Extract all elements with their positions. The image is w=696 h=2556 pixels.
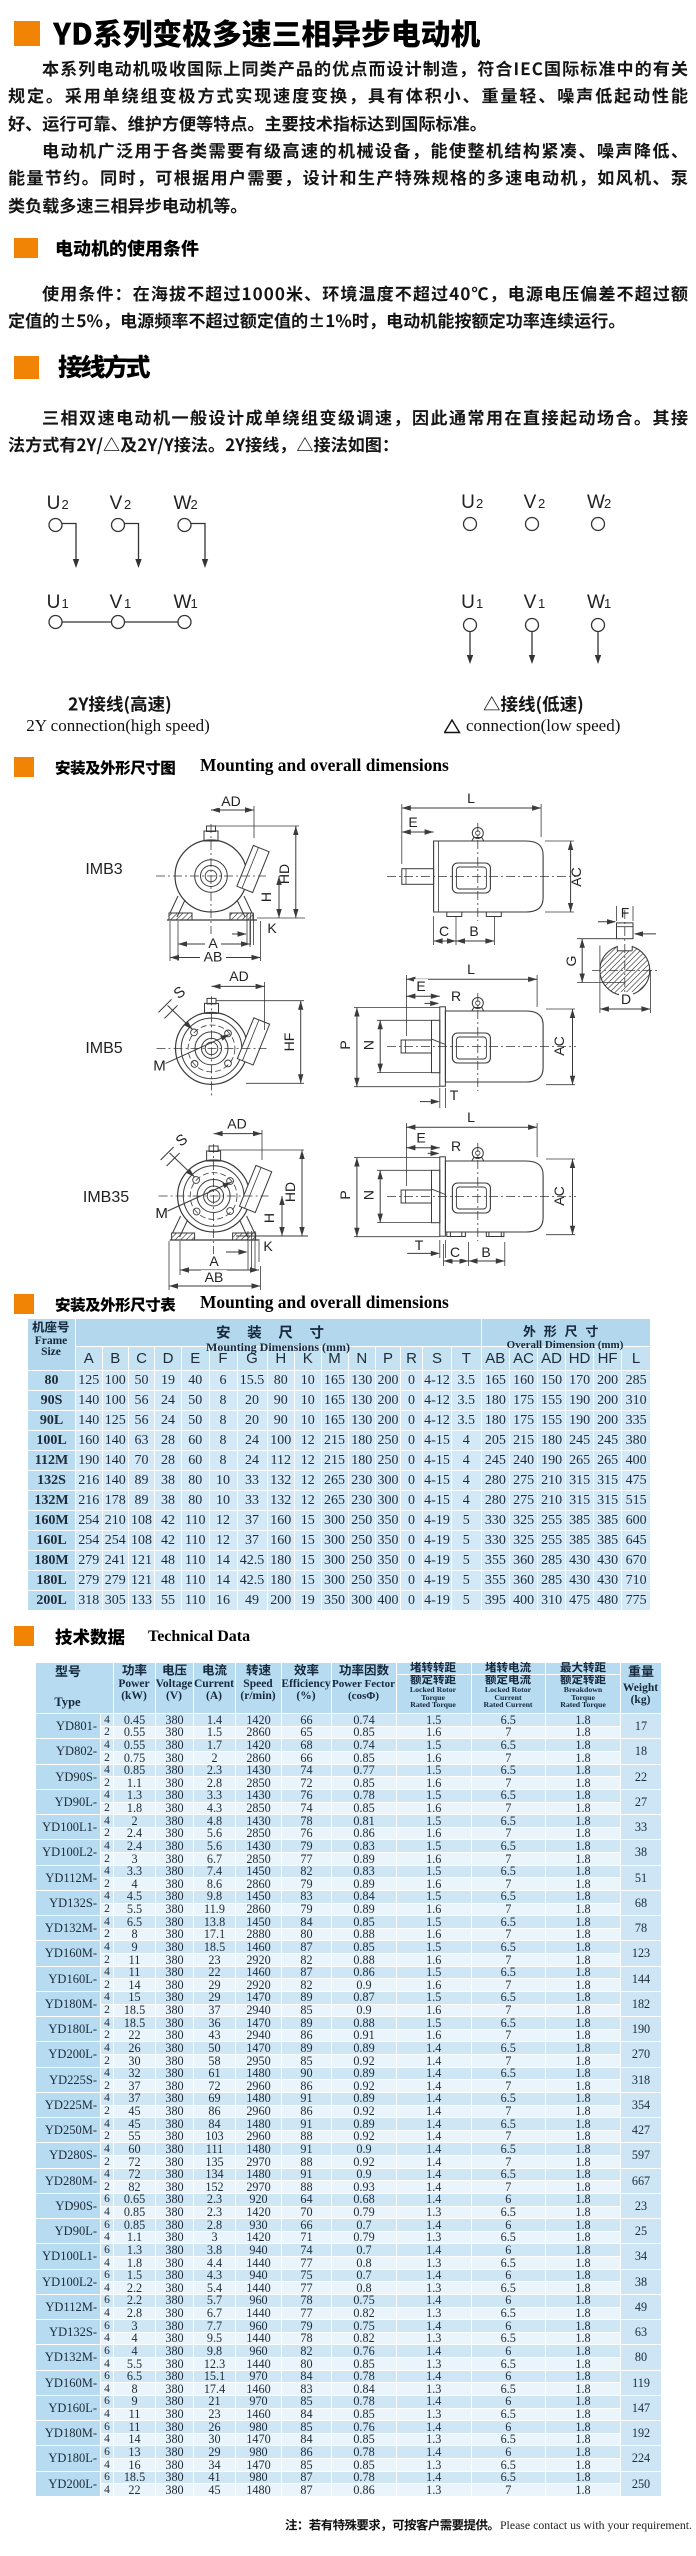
svg-text:IMB35: IMB35	[83, 1189, 129, 1206]
svg-text:H: H	[261, 1213, 277, 1223]
svg-text:2: 2	[538, 496, 545, 511]
svg-text:W: W	[174, 592, 192, 613]
svg-text:2: 2	[191, 497, 198, 512]
svg-text:V: V	[524, 592, 537, 613]
svg-text:F: F	[621, 905, 630, 921]
svg-text:R: R	[451, 1138, 461, 1154]
svg-text:1: 1	[124, 596, 131, 611]
svg-text:M: M	[155, 1205, 168, 1222]
svg-text:2: 2	[604, 496, 611, 511]
svg-text:AD: AD	[229, 968, 248, 984]
svg-text:P: P	[337, 1190, 353, 1199]
svg-text:U: U	[47, 493, 61, 514]
svg-text:G: G	[563, 956, 579, 967]
svg-text:V: V	[110, 592, 123, 613]
svg-text:S: S	[173, 1131, 191, 1151]
svg-text:AC: AC	[568, 867, 584, 886]
svg-text:U: U	[461, 492, 475, 513]
svg-text:IMB3: IMB3	[85, 861, 122, 878]
svg-text:E: E	[416, 978, 425, 994]
svg-text:1: 1	[476, 596, 483, 611]
svg-text:H: H	[258, 892, 274, 902]
svg-text:1: 1	[604, 596, 611, 611]
svg-text:HF: HF	[281, 1033, 297, 1052]
svg-text:2: 2	[62, 497, 69, 512]
svg-text:B: B	[469, 923, 478, 939]
svg-text:2: 2	[476, 496, 483, 511]
svg-text:U: U	[461, 592, 475, 613]
svg-text:V: V	[524, 492, 537, 513]
svg-text:L: L	[467, 1109, 475, 1125]
svg-text:IMB5: IMB5	[85, 1040, 122, 1057]
svg-text:M: M	[153, 1057, 166, 1074]
svg-text:C: C	[439, 923, 449, 939]
svg-text:T: T	[415, 1237, 424, 1253]
svg-text:AB: AB	[204, 949, 223, 965]
svg-text:B: B	[481, 1244, 490, 1260]
svg-text:U: U	[47, 592, 61, 613]
svg-text:AC: AC	[551, 1036, 567, 1055]
svg-text:AD: AD	[227, 1116, 246, 1132]
svg-text:1: 1	[191, 596, 198, 611]
svg-text:HD: HD	[282, 1182, 298, 1202]
svg-text:A: A	[209, 1253, 219, 1269]
svg-text:R: R	[451, 988, 461, 1004]
svg-text:V: V	[110, 493, 123, 514]
svg-text:AC: AC	[551, 1186, 567, 1205]
svg-text:E: E	[408, 814, 417, 830]
svg-text:L: L	[467, 961, 475, 977]
svg-text:HD: HD	[276, 864, 292, 884]
svg-text:AB: AB	[205, 1269, 224, 1285]
svg-text:W: W	[587, 492, 605, 513]
svg-text:K: K	[267, 920, 277, 936]
svg-text:L: L	[467, 790, 475, 806]
svg-text:AD: AD	[221, 793, 240, 809]
svg-text:N: N	[361, 1040, 377, 1050]
svg-text:E: E	[416, 1130, 425, 1146]
svg-text:2: 2	[124, 497, 131, 512]
svg-text:W: W	[587, 592, 605, 613]
svg-text:K: K	[263, 1238, 273, 1254]
svg-text:T: T	[450, 1087, 459, 1103]
svg-text:W: W	[174, 493, 192, 514]
svg-text:S: S	[171, 983, 189, 1003]
svg-text:N: N	[361, 1190, 377, 1200]
svg-text:1: 1	[62, 596, 69, 611]
svg-text:D: D	[621, 991, 631, 1007]
svg-text:A: A	[208, 935, 218, 951]
svg-text:P: P	[337, 1040, 353, 1049]
svg-text:C: C	[450, 1244, 460, 1260]
svg-text:1: 1	[538, 596, 545, 611]
